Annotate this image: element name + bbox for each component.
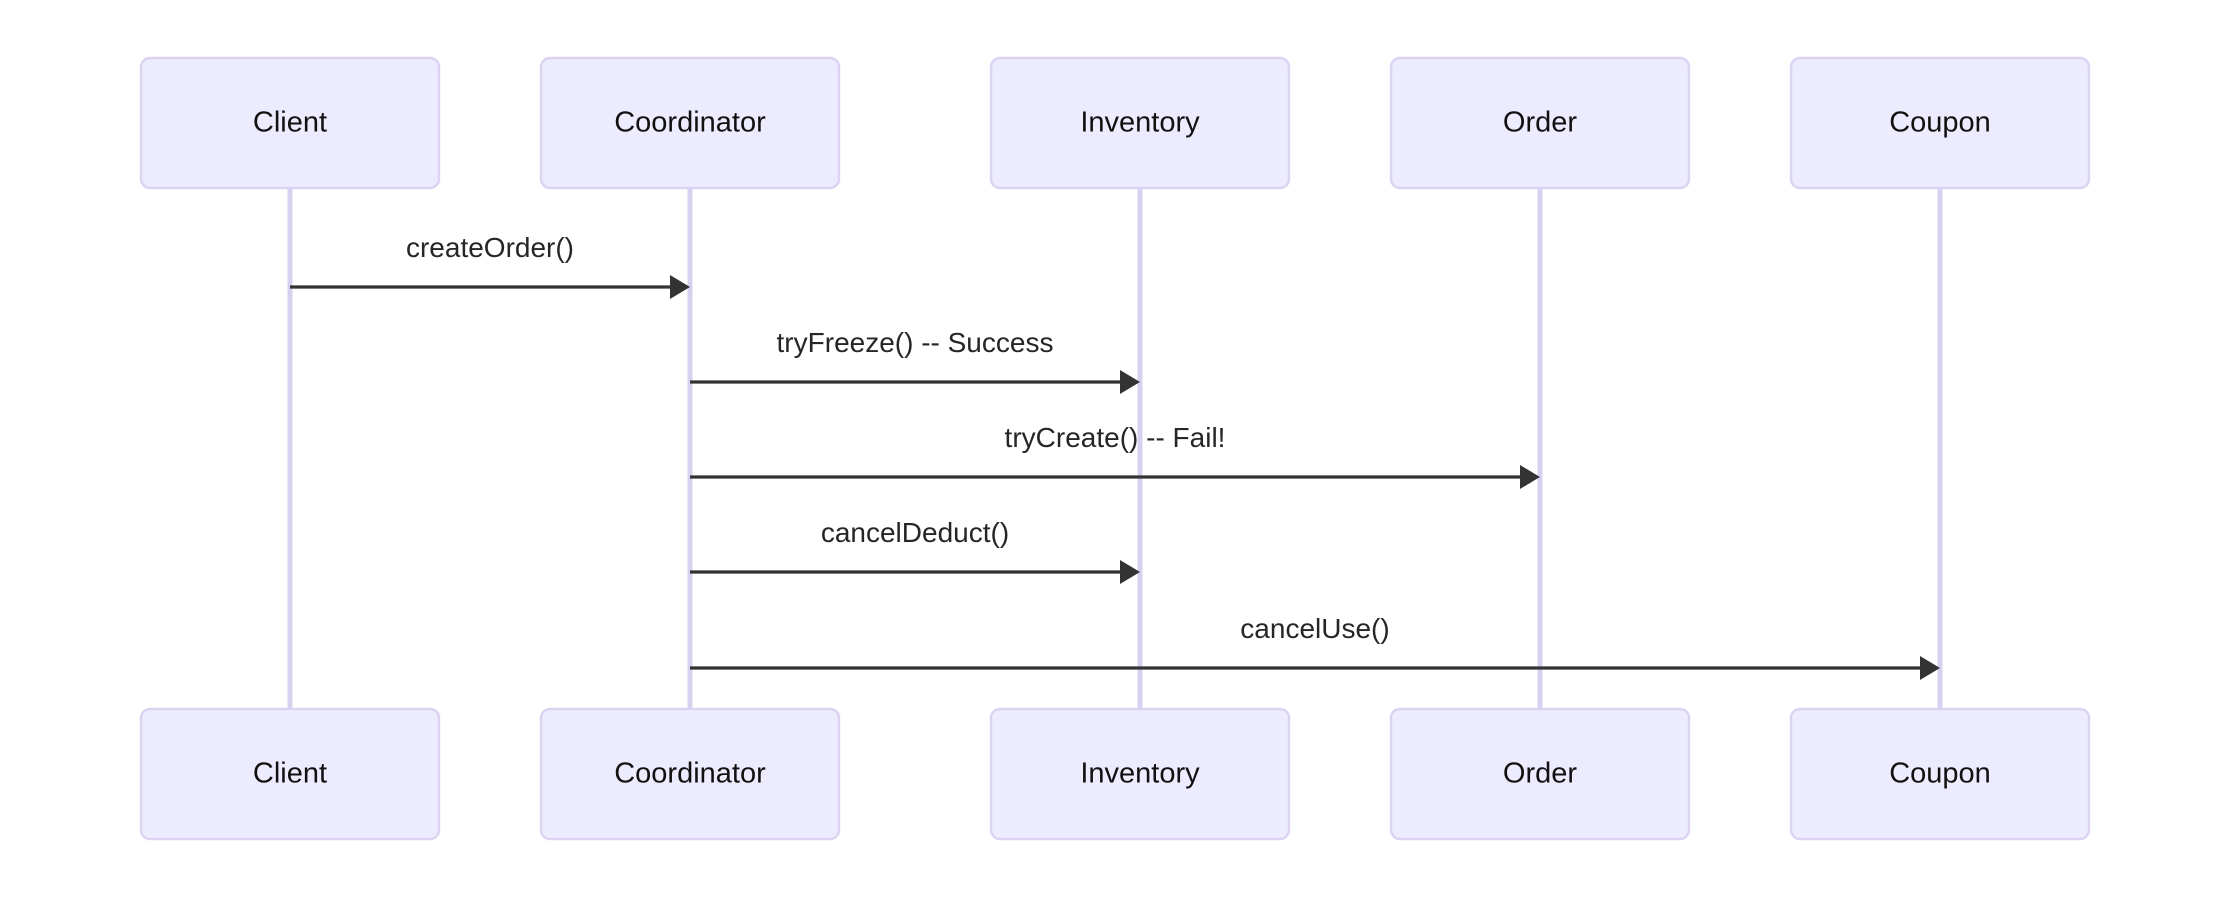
participant-box-inventory-top[interactable]	[989, 56, 1291, 190]
participant-box-client-bottom[interactable]	[139, 707, 441, 841]
participant-box-order-bottom[interactable]	[1389, 707, 1691, 841]
participant-inventory-bottom[interactable]: Inventory	[989, 707, 1291, 841]
message-arrowhead-4	[1120, 560, 1140, 584]
participant-label-client-top: Client	[253, 107, 327, 139]
message-arrowhead-5	[1920, 656, 1940, 680]
participant-box-coupon-top[interactable]	[1789, 56, 2091, 190]
top-participant-boxes: Client Coordinator Inventory Order Coupon	[139, 56, 2091, 190]
participant-box-order-top[interactable]	[1389, 56, 1691, 190]
participant-box-inventory-bottom[interactable]	[989, 707, 1291, 841]
participant-client-top[interactable]: Client	[139, 56, 441, 190]
participant-client-bottom[interactable]: Client	[139, 707, 441, 841]
message-2[interactable]: tryFreeze() -- Success	[690, 327, 1140, 394]
lifeline-inventory	[1137, 188, 1143, 709]
lifeline-order	[1537, 188, 1543, 709]
message-label-5: cancelUse()	[1240, 613, 1389, 644]
participant-inventory-top[interactable]: Inventory	[989, 56, 1291, 190]
message-4[interactable]: cancelDeduct()	[690, 517, 1140, 584]
participant-coordinator-top[interactable]: Coordinator	[539, 56, 841, 190]
participant-order-top[interactable]: Order	[1389, 56, 1691, 190]
message-5[interactable]: cancelUse()	[690, 613, 1940, 680]
message-1[interactable]: createOrder()	[290, 232, 690, 299]
message-3[interactable]: tryCreate() -- Fail!	[690, 422, 1540, 489]
message-label-2: tryFreeze() -- Success	[777, 327, 1054, 358]
participant-coordinator-bottom[interactable]: Coordinator	[539, 707, 841, 841]
lifeline-client	[287, 188, 293, 709]
message-label-4: cancelDeduct()	[821, 517, 1009, 548]
participant-label-inventory-top: Inventory	[1080, 107, 1200, 139]
participant-box-client-top[interactable]	[139, 56, 441, 190]
participant-label-client-bottom: Client	[253, 758, 327, 790]
message-label-1: createOrder()	[406, 232, 574, 263]
participant-label-inventory-bottom: Inventory	[1080, 758, 1200, 790]
lifeline-coordinator	[687, 188, 693, 709]
participant-coupon-top[interactable]: Coupon	[1789, 56, 2091, 190]
participant-label-order-bottom: Order	[1503, 758, 1577, 790]
message-arrowhead-3	[1520, 465, 1540, 489]
lifeline-coupon	[1937, 188, 1943, 709]
participant-order-bottom[interactable]: Order	[1389, 707, 1691, 841]
participant-label-coordinator-top: Coordinator	[614, 107, 766, 139]
participant-box-coordinator-top[interactable]	[539, 56, 841, 190]
participant-label-coupon-top: Coupon	[1889, 107, 1991, 139]
participant-box-coordinator-bottom[interactable]	[539, 707, 841, 841]
message-arrowhead-1	[670, 275, 690, 299]
bottom-participant-boxes: Client Coordinator Inventory Order Coupon	[139, 707, 2091, 841]
message-label-3: tryCreate() -- Fail!	[1005, 422, 1226, 453]
message-arrowhead-2	[1120, 370, 1140, 394]
participant-coupon-bottom[interactable]: Coupon	[1789, 707, 2091, 841]
participant-label-order-top: Order	[1503, 107, 1577, 139]
lifelines-group	[287, 188, 1943, 709]
participant-label-coordinator-bottom: Coordinator	[614, 758, 766, 790]
participant-label-coupon-bottom: Coupon	[1889, 758, 1991, 790]
messages-group: createOrder() tryFreeze() -- Success tryCr…	[290, 232, 1940, 680]
participant-box-coupon-bottom[interactable]	[1789, 707, 2091, 841]
